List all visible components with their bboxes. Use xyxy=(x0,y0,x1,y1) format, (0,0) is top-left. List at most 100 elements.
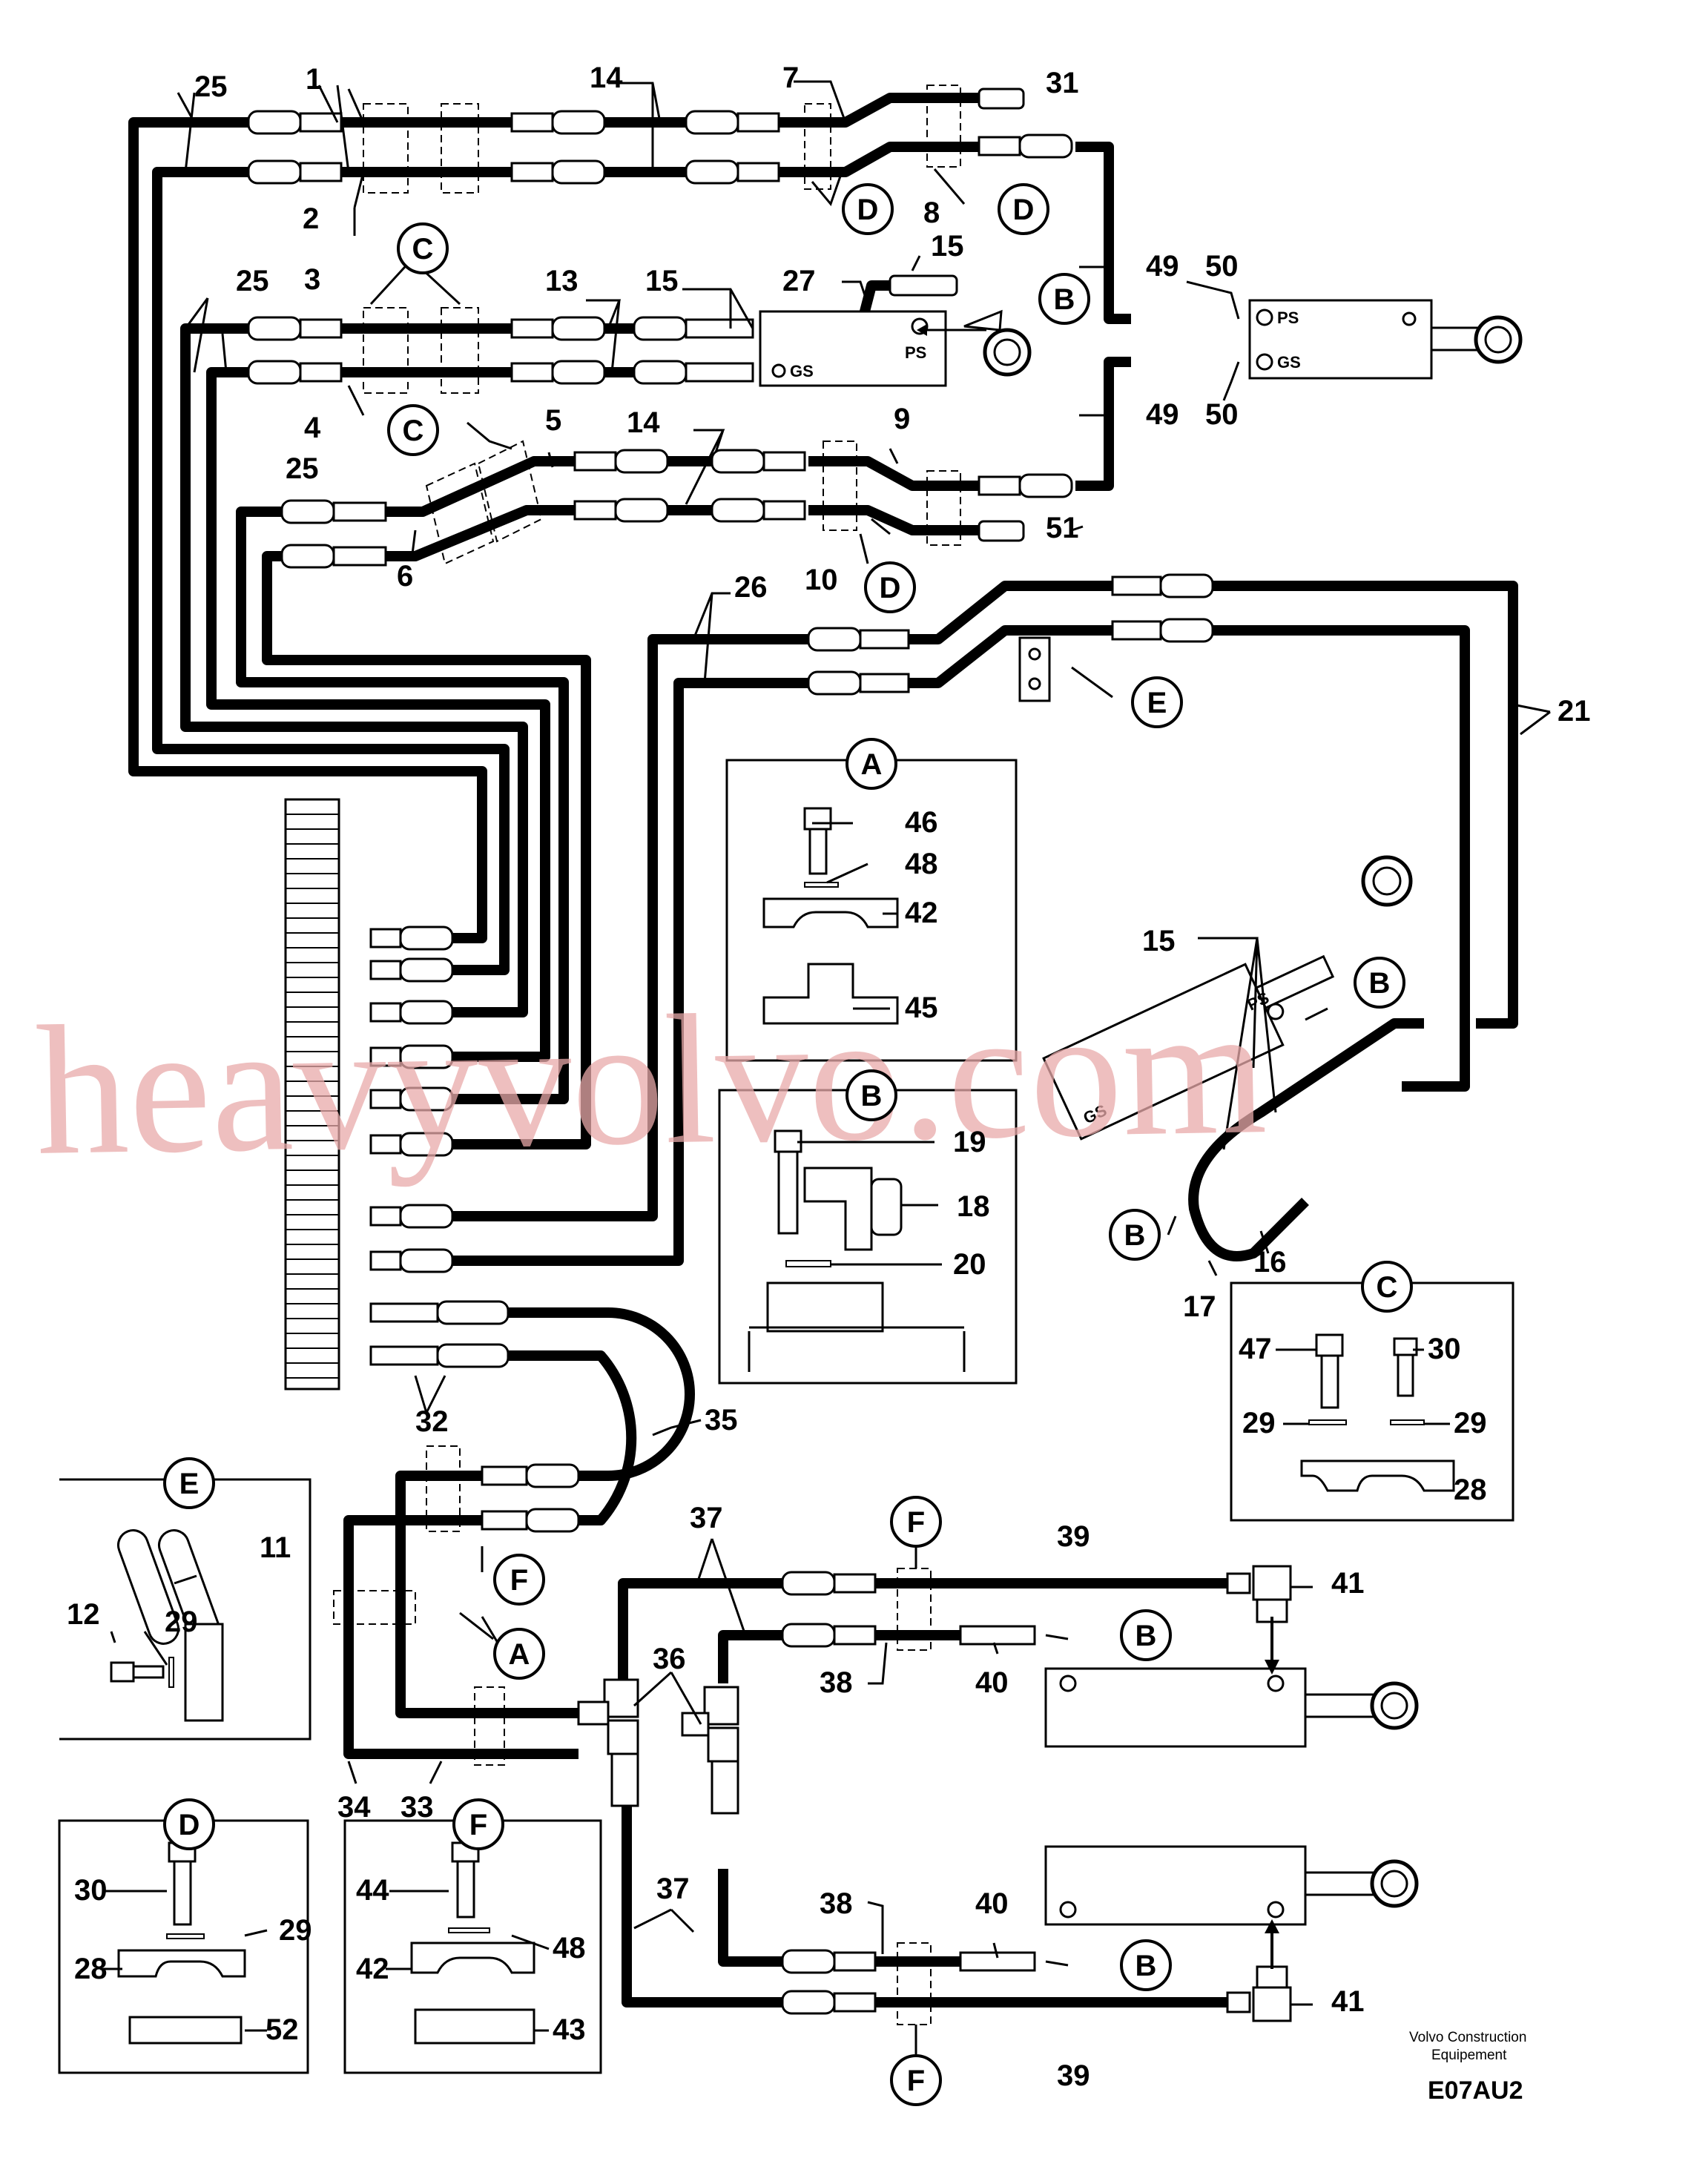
part-number-label: 48 xyxy=(905,848,938,880)
hose-35-b xyxy=(504,1350,637,1525)
hose-8 xyxy=(771,142,983,177)
bracket-e xyxy=(1018,636,1051,702)
part-number-label: 36 xyxy=(653,1643,686,1675)
hose-7 xyxy=(771,93,983,128)
detail-b-box xyxy=(718,1089,1018,1385)
part-number-label: 18 xyxy=(957,1190,990,1223)
part-number-label: 50 xyxy=(1205,398,1239,431)
valve-sections xyxy=(286,814,339,1379)
part-number-label: 13 xyxy=(545,265,578,297)
hose-33 xyxy=(395,1471,578,1718)
callout-f: F xyxy=(890,2054,942,2106)
callout-letter: B xyxy=(1124,1219,1146,1252)
callout-letter: A xyxy=(509,1638,530,1671)
hose-25-upper-1 xyxy=(128,117,487,943)
hose-5 xyxy=(236,507,569,1104)
hose-26-a xyxy=(375,634,831,1221)
part-number-label: 44 xyxy=(356,1874,389,1907)
callout-b: B xyxy=(1120,1939,1172,1991)
part-number-label: 15 xyxy=(1142,925,1176,957)
part-number-label: 17 xyxy=(1183,1290,1216,1323)
callout-b: B xyxy=(846,1069,897,1121)
part-number-label: 38 xyxy=(820,1666,853,1699)
port-label-ps-valve: PS xyxy=(905,343,926,362)
part-number-label: 29 xyxy=(279,1914,312,1947)
cylinder-top: PS GS xyxy=(1248,299,1523,380)
callout-b: B xyxy=(1109,1209,1161,1261)
fittings-bottom xyxy=(577,1565,1292,2022)
part-number-label: 42 xyxy=(356,1953,389,1985)
callout-b: B xyxy=(1354,957,1405,1009)
callout-d: D xyxy=(864,561,916,613)
callout-letter: C xyxy=(403,415,424,447)
callout-d: D xyxy=(998,183,1049,235)
part-number-label: 42 xyxy=(905,897,938,929)
clamp-locations xyxy=(333,85,961,2025)
part-number-label: 10 xyxy=(805,564,838,596)
callout-letter: C xyxy=(1377,1271,1398,1304)
part-number-label: 29 xyxy=(1454,1407,1487,1439)
hose-37-upper xyxy=(618,1578,786,1691)
callout-e: E xyxy=(1131,676,1183,728)
fittings-35 xyxy=(481,1463,580,1533)
hose-26-run-b xyxy=(909,625,1116,688)
brand-line-1: Volvo Construction xyxy=(1409,2030,1526,2045)
part-number-label: 6 xyxy=(397,560,413,593)
part-number-label: 9 xyxy=(894,403,910,435)
drawing-code: E07AU2 xyxy=(1428,2076,1523,2105)
watermark: heavyvolvo.com xyxy=(34,967,1268,1194)
hose-6 xyxy=(262,551,591,1149)
hose-38-lower xyxy=(718,1869,786,1967)
callout-d: D xyxy=(163,1798,215,1850)
callout-letter: D xyxy=(857,194,879,226)
hose-3 xyxy=(180,323,528,1017)
part-number-label: 14 xyxy=(627,406,660,439)
part-number-label: 26 xyxy=(734,571,768,604)
hose-26-b xyxy=(375,678,831,1266)
fittings-5-6 xyxy=(280,449,1073,569)
callout-a: A xyxy=(493,1628,545,1680)
part-number-label: 30 xyxy=(74,1874,108,1907)
hose-38-upper xyxy=(718,1630,786,1683)
callout-b: B xyxy=(1120,1609,1172,1661)
part-number-label: 5 xyxy=(545,404,561,437)
hose-routes xyxy=(128,93,1518,2008)
port-label-gs-valve: GS xyxy=(790,362,814,380)
callout-letter: B xyxy=(1135,1620,1157,1652)
part-number-label: 19 xyxy=(953,1126,986,1158)
hose-6-run xyxy=(386,505,578,561)
callout-letter: E xyxy=(179,1468,200,1500)
part-number-label: 39 xyxy=(1057,2059,1090,2092)
part-number-label: 15 xyxy=(931,230,964,263)
callout-letter: B xyxy=(1135,1950,1157,1982)
callout-letter: B xyxy=(1054,283,1075,316)
part-number-label: 49 xyxy=(1146,398,1179,431)
part-number-label: 11 xyxy=(260,1531,291,1564)
detail-c-box xyxy=(1230,1281,1514,1522)
part-number-label: 40 xyxy=(975,1887,1009,1920)
hose-49-upper xyxy=(1075,142,1131,324)
part-number-label: 37 xyxy=(690,1502,723,1534)
hose-21-b xyxy=(1209,625,1470,1092)
part-number-label: 31 xyxy=(1046,67,1079,99)
hose-37-lower xyxy=(622,1795,786,2008)
hose-34 xyxy=(343,1515,578,1759)
part-number-label: 47 xyxy=(1239,1333,1272,1365)
port-label-ps-top: PS xyxy=(1277,309,1299,327)
callout-c: C xyxy=(1361,1261,1413,1313)
part-number-label: 8 xyxy=(923,197,940,229)
detail-a-box xyxy=(725,759,1018,1062)
part-number-label: 50 xyxy=(1205,250,1239,283)
fittings-top xyxy=(247,88,1073,185)
callout-b: B xyxy=(1038,273,1090,325)
hose-49-lower xyxy=(1075,357,1131,491)
part-number-label: 25 xyxy=(236,265,269,297)
callout-letter: F xyxy=(907,2065,925,2097)
hose-25-upper-2 xyxy=(152,167,510,975)
part-number-label: 37 xyxy=(656,1873,690,1905)
part-number-label: 2 xyxy=(303,202,319,235)
part-number-label: 43 xyxy=(553,2013,586,2046)
part-number-label: 39 xyxy=(1057,1520,1090,1553)
